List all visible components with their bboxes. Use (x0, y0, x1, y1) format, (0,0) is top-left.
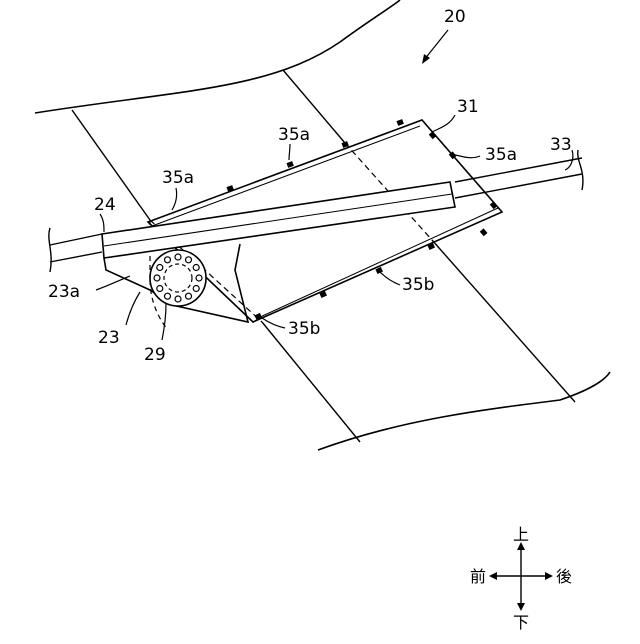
leader-23 (126, 292, 140, 325)
label-24: 24 (94, 195, 116, 215)
label-35a-top: 35a (278, 125, 310, 145)
label-31: 31 (457, 97, 479, 117)
leader-20-arrowhead (422, 54, 430, 64)
fastener-35a (490, 201, 498, 209)
fastener-35a (429, 131, 437, 139)
direction-rear-label: 後 (556, 567, 572, 586)
bolt-hole (165, 293, 171, 299)
arrow-down-icon (517, 603, 525, 611)
shaft-33-left-top (50, 234, 102, 245)
arrow-left-icon (489, 572, 497, 580)
shaft-33-left-break (49, 228, 51, 272)
fastener-35a (480, 228, 488, 236)
label-35a-left: 35a (162, 168, 194, 188)
shaft-33-right-break (578, 150, 583, 190)
wing-section-line-left-lower (262, 322, 360, 442)
wing-lower-edge (318, 372, 610, 450)
direction-indicator: 上 下 前 後 (470, 525, 572, 632)
shaft-33-left-bottom (50, 252, 102, 262)
label-35a-right: 35a (485, 145, 517, 165)
direction-down-label: 下 (513, 613, 529, 632)
bolt-hole (175, 296, 181, 302)
sleeve-24-inner-line (104, 194, 452, 246)
leader-35a-3 (172, 188, 177, 210)
direction-front-label: 前 (470, 567, 486, 586)
leader-20 (424, 30, 448, 60)
label-20: 20 (444, 7, 466, 27)
bolt-hole (175, 254, 181, 260)
bolt-hole (165, 257, 171, 263)
leader-35b-1 (380, 272, 400, 285)
bolt-hole (157, 265, 163, 271)
wing-upper-edge (35, 0, 400, 113)
bolt-hole (157, 286, 163, 292)
leader-29 (162, 304, 166, 340)
label-23: 23 (98, 328, 120, 348)
leader-31 (432, 115, 455, 132)
bolt-hole (193, 286, 199, 292)
label-35b-bottom: 35b (288, 319, 320, 339)
label-33: 33 (550, 135, 572, 155)
arrow-right-icon (545, 572, 553, 580)
bolt-hole (154, 275, 160, 281)
label-35b-right: 35b (402, 275, 434, 295)
label-23a: 23a (48, 282, 80, 302)
direction-up-label: 上 (513, 525, 529, 544)
shaft-33-right-bottom (455, 174, 582, 198)
shaft-33-right-top (455, 158, 582, 182)
leader-35a-2 (455, 155, 480, 158)
leader-35a-1 (289, 144, 290, 160)
wing-section-line-right-lower (432, 240, 575, 402)
label-29: 29 (144, 345, 166, 365)
fastener-35a (286, 161, 293, 168)
bolt-hole (186, 257, 192, 263)
bolt-hole (193, 265, 199, 271)
fastener-35a (396, 119, 403, 126)
bolt-hole (186, 293, 192, 299)
leader-23a (96, 276, 130, 290)
bolt-hole (196, 275, 202, 281)
leader-24 (100, 214, 104, 232)
